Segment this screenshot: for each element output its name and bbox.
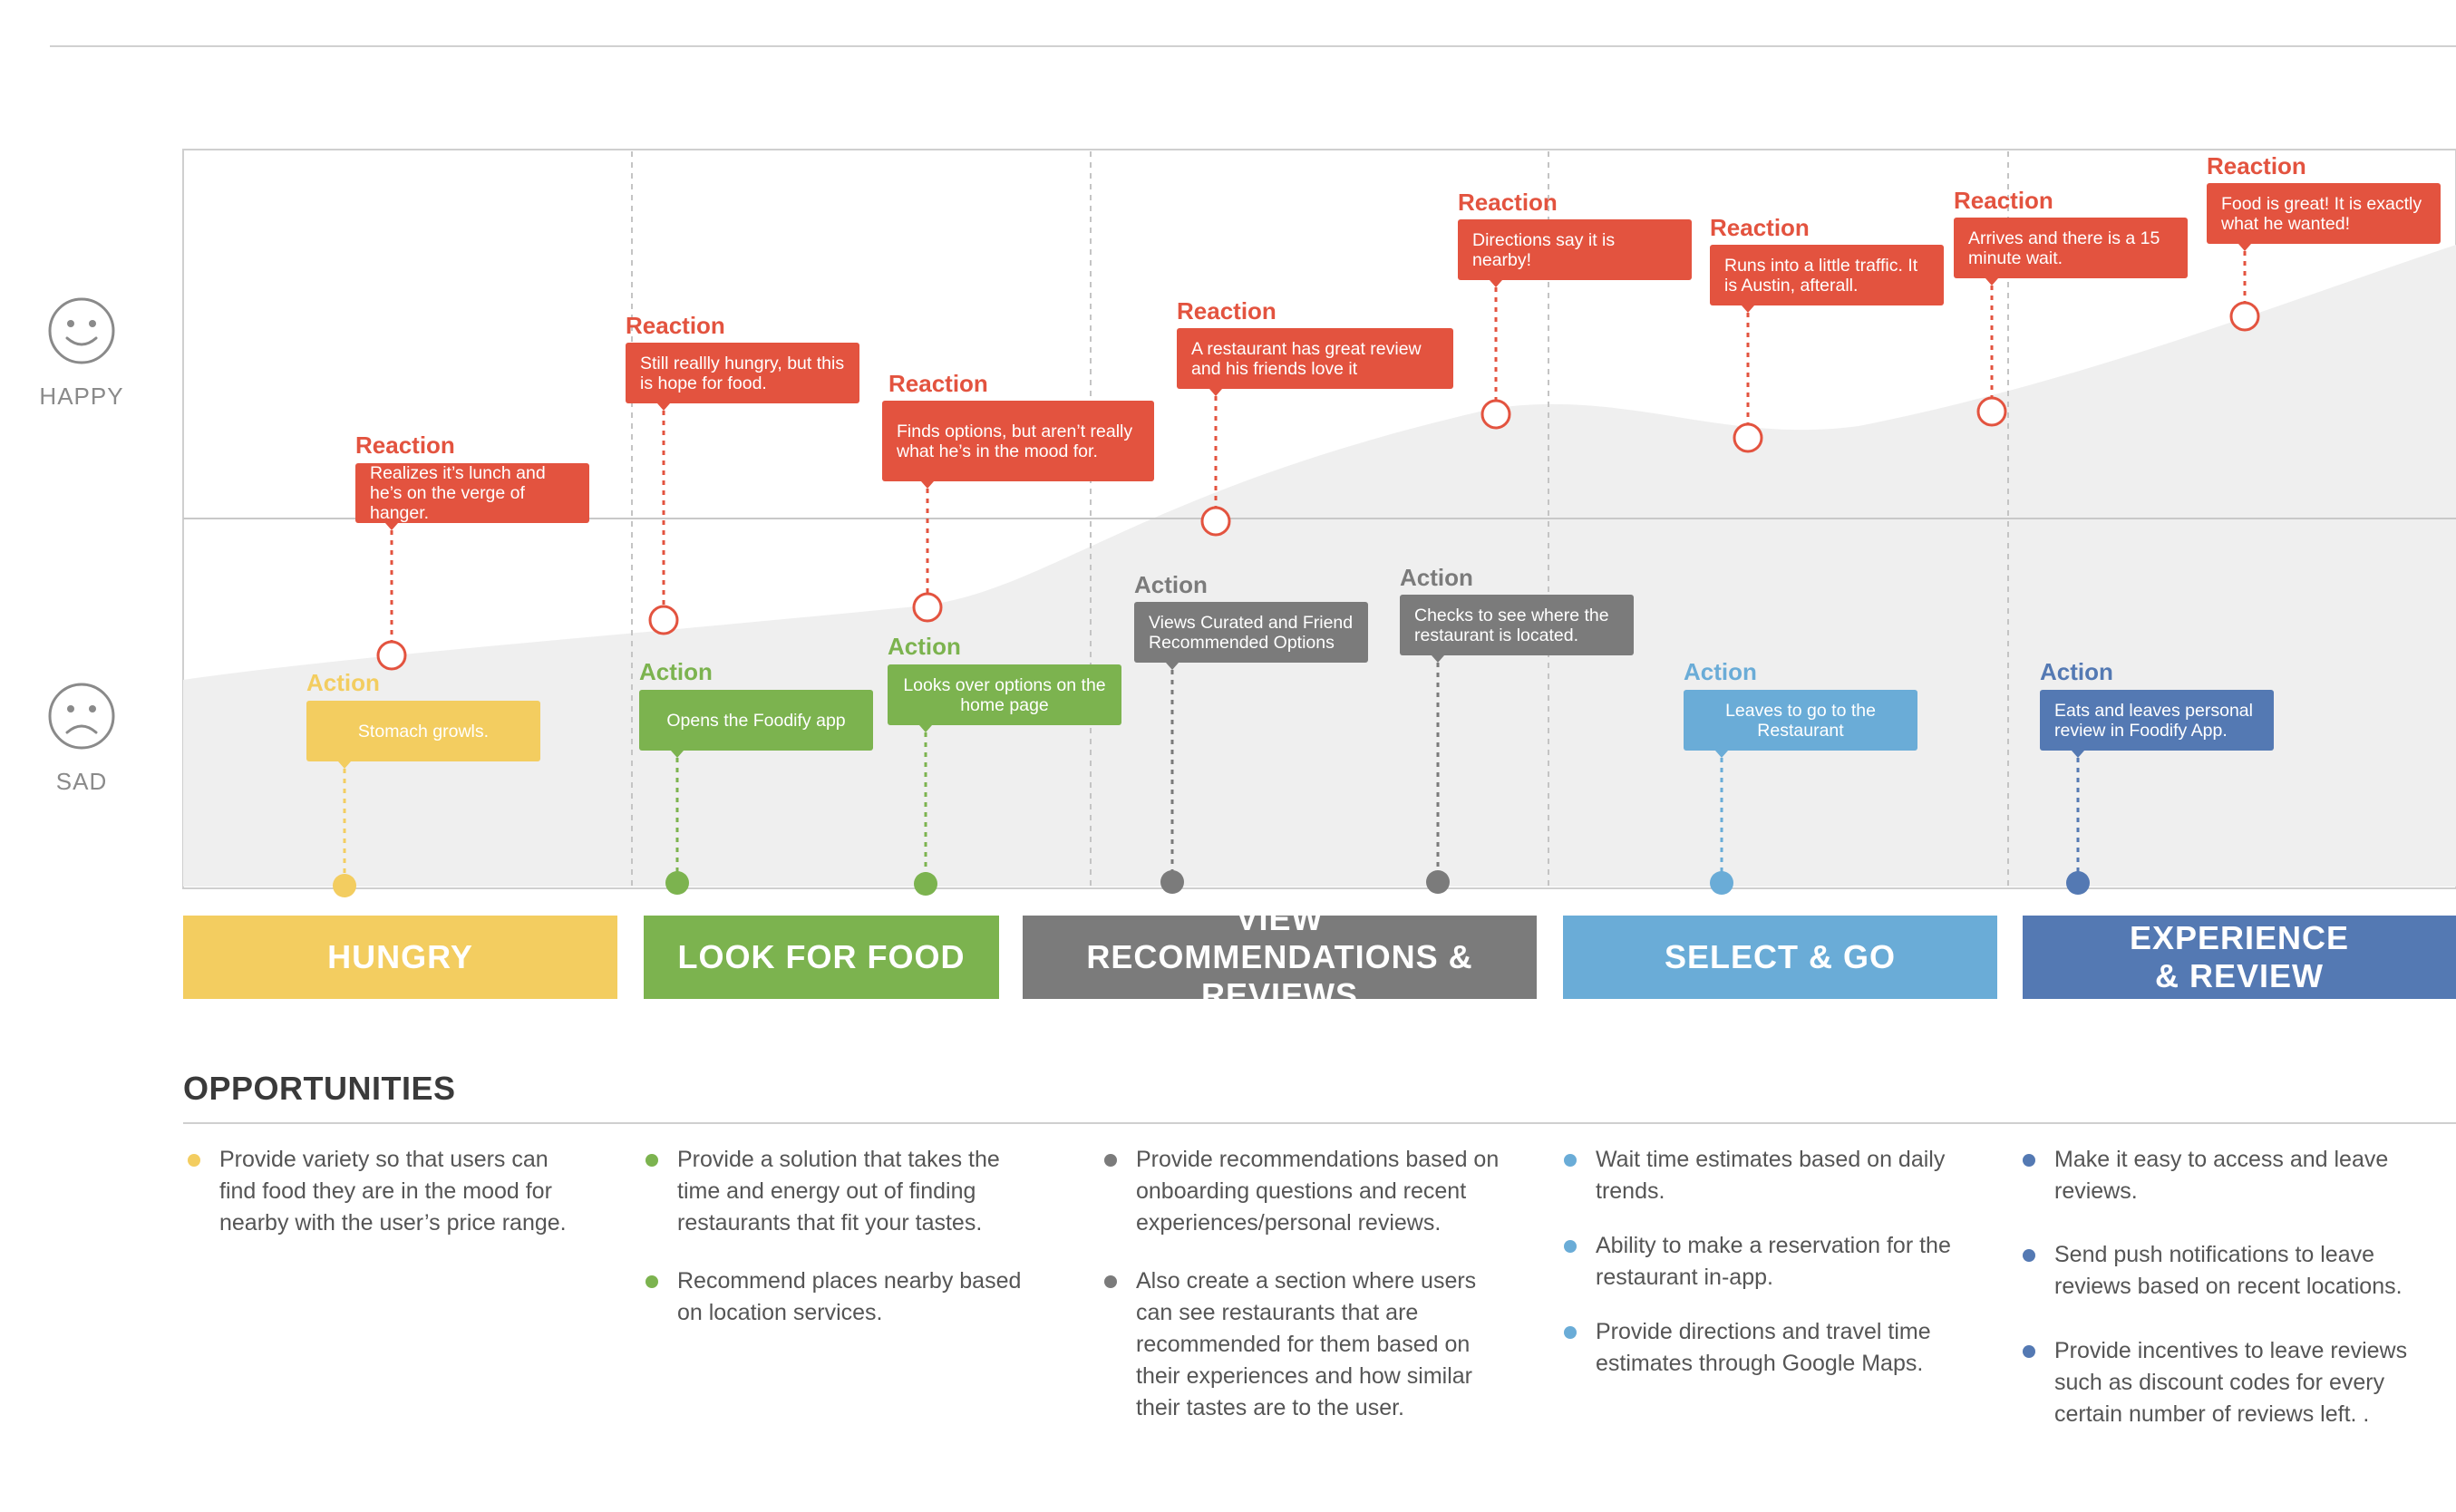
action-heading: Action xyxy=(2040,658,2113,685)
opportunity-text: Provide directions and travel time estim… xyxy=(1596,1319,1931,1376)
sad-label: SAD xyxy=(55,768,108,795)
reaction-heading: Reaction xyxy=(1177,297,1277,325)
reaction-card: Food is great! It is exactly what he wan… xyxy=(2207,183,2441,244)
action-card: Views Curated and Friend Recommended Opt… xyxy=(1134,602,1368,663)
opportunity-text: Make it easy to access and leave reviews… xyxy=(2054,1147,2389,1204)
reaction-heading: Reaction xyxy=(1954,187,2053,214)
top-divider xyxy=(50,45,2456,47)
action-heading: Action xyxy=(888,633,961,660)
happy-label: HAPPY xyxy=(39,383,124,410)
bullet-dot xyxy=(1564,1154,1577,1167)
action-card: Checks to see where the restaurant is lo… xyxy=(1400,595,1634,655)
bullet-dot xyxy=(188,1154,200,1167)
reaction-marker xyxy=(1200,506,1231,537)
action-heading: Action xyxy=(639,658,713,685)
opportunity-item: Provide directions and travel time estim… xyxy=(1559,1316,1958,1380)
reaction-card: Still reallly hungry, but this is hope f… xyxy=(626,343,859,403)
action-marker xyxy=(2066,871,2090,895)
action-card: Stomach growls. xyxy=(306,701,540,761)
reaction-card: Runs into a little traffic. It is Austin… xyxy=(1710,245,1944,305)
opportunity-text: Provide incentives to leave reviews such… xyxy=(2054,1338,2408,1427)
phase-experience-review: EXPERIENCE & REVIEW xyxy=(2023,916,2456,999)
bullet-dot xyxy=(2023,1154,2035,1167)
action-card: Looks over options on the home page xyxy=(888,664,1121,725)
reaction-marker xyxy=(648,605,679,635)
phase-select-go: SELECT & GO xyxy=(1563,916,1997,999)
opportunity-text: Provide variety so that users can find f… xyxy=(219,1147,567,1236)
reaction-heading: Reaction xyxy=(1710,214,1810,241)
phase-view-recommendations: VIEW RECOMMENDATIONS & REVIEWS xyxy=(1023,900,1537,1013)
opportunity-text: Also create a section where users can se… xyxy=(1136,1268,1477,1420)
action-card: Eats and leaves personal review in Foodi… xyxy=(2040,690,2274,751)
reaction-card: Arrives and there is a 15 minute wait. xyxy=(1954,218,2188,278)
action-marker xyxy=(914,872,937,896)
bullet-dot xyxy=(1104,1154,1117,1167)
action-marker xyxy=(665,871,689,895)
opportunity-text: Ability to make a reservation for the re… xyxy=(1596,1233,1951,1290)
opportunity-item: Recommend places nearby based on locatio… xyxy=(641,1265,1040,1329)
reaction-marker xyxy=(1733,422,1763,453)
action-heading: Action xyxy=(1400,564,1473,591)
opportunity-item: Send push notifications to leave reviews… xyxy=(2018,1239,2444,1303)
bullet-dot xyxy=(2023,1345,2035,1358)
reaction-card: A restaurant has great review and his fr… xyxy=(1177,328,1453,389)
bullet-dot xyxy=(1564,1240,1577,1253)
opportunity-text: Recommend places nearby based on locatio… xyxy=(677,1268,1022,1325)
reaction-marker xyxy=(2229,301,2260,332)
reaction-heading: Reaction xyxy=(1458,189,1558,216)
action-marker xyxy=(333,874,356,897)
sad-face-icon xyxy=(48,683,115,750)
opportunity-item: Provide recommendations based on onboard… xyxy=(1100,1144,1544,1239)
opportunity-item: Ability to make a reservation for the re… xyxy=(1559,1230,1958,1294)
action-marker xyxy=(1160,870,1184,894)
action-card: Opens the Foodify app xyxy=(639,690,873,751)
bullet-dot xyxy=(1564,1326,1577,1339)
opportunity-item: Provide incentives to leave reviews such… xyxy=(2018,1335,2444,1430)
opportunities-divider xyxy=(183,1122,2456,1124)
smiley-face-icon xyxy=(48,297,115,364)
action-card: Leaves to go to the Restaurant xyxy=(1684,690,1917,751)
bullet-dot xyxy=(646,1275,658,1288)
action-marker xyxy=(1426,870,1450,894)
phase-hungry: HUNGRY xyxy=(183,916,617,999)
reaction-marker xyxy=(912,592,943,623)
opportunity-text: Send push notifications to leave reviews… xyxy=(2054,1242,2403,1299)
action-heading: Action xyxy=(1134,571,1208,598)
reaction-heading: Reaction xyxy=(888,370,988,397)
bullet-dot xyxy=(1104,1275,1117,1288)
reaction-marker xyxy=(1976,396,2007,427)
reaction-heading: Reaction xyxy=(2207,152,2306,179)
opportunity-item: Make it easy to access and leave reviews… xyxy=(2018,1144,2444,1207)
reaction-card: Finds options, but aren’t really what he… xyxy=(882,401,1154,481)
action-marker xyxy=(1710,871,1733,895)
bullet-dot xyxy=(2023,1249,2035,1262)
opportunity-item: Also create a section where users can se… xyxy=(1100,1265,1499,1424)
opportunity-item: Provide variety so that users can find f… xyxy=(183,1144,582,1239)
opportunity-text: Provide recommendations based on onboard… xyxy=(1136,1147,1500,1236)
action-heading: Action xyxy=(1684,658,1757,685)
reaction-heading: Reaction xyxy=(626,312,725,339)
bullet-dot xyxy=(646,1154,658,1167)
reaction-marker xyxy=(376,640,407,671)
action-heading: Action xyxy=(306,669,380,696)
reaction-marker xyxy=(1480,399,1511,430)
phase-look-for-food: LOOK FOR FOOD xyxy=(644,916,999,999)
opportunity-text: Wait time estimates based on daily trend… xyxy=(1596,1147,1946,1204)
reaction-card: Realizes it’s lunch and he’s on the verg… xyxy=(355,463,589,523)
opportunity-item: Provide a solution that takes the time a… xyxy=(641,1144,1040,1239)
opportunity-text: Provide a solution that takes the time a… xyxy=(677,1147,1000,1236)
reaction-heading: Reaction xyxy=(355,431,455,459)
reaction-card: Directions say it is nearby! xyxy=(1458,219,1692,280)
opportunity-item: Wait time estimates based on daily trend… xyxy=(1559,1144,1958,1207)
opportunities-title: OPPORTUNITIES xyxy=(183,1070,456,1107)
